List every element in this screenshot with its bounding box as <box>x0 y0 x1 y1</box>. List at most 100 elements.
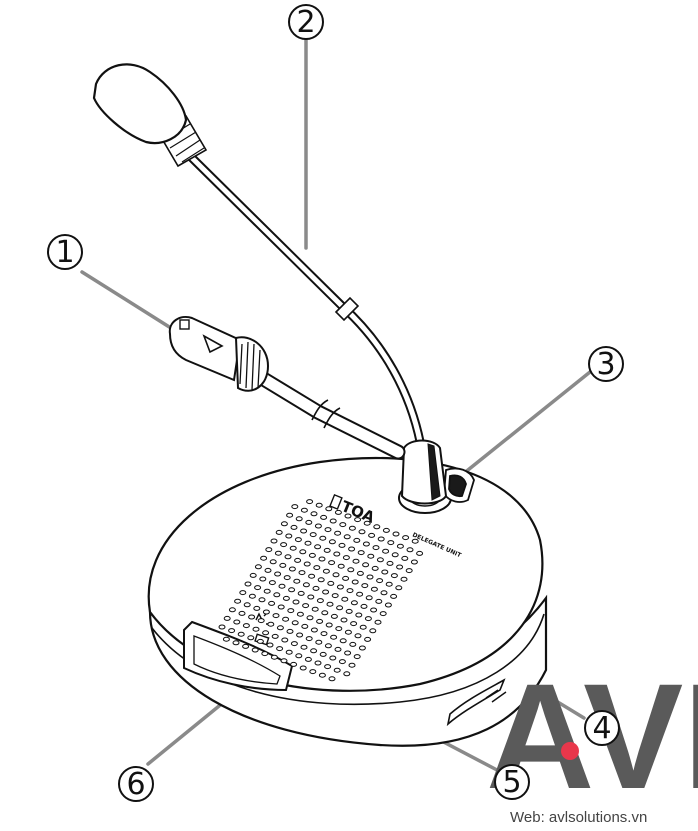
grille-hole <box>345 608 353 614</box>
grille-hole <box>268 600 276 606</box>
grille-hole <box>277 604 285 610</box>
callout-6-label: 6 <box>126 767 145 802</box>
grille-hole <box>244 581 252 587</box>
grille-hole <box>294 537 302 543</box>
grille-hole <box>248 614 256 620</box>
grille-hole <box>370 607 378 613</box>
grille-hole <box>343 534 351 540</box>
grille-hole <box>402 535 410 541</box>
grille-hole <box>350 621 358 627</box>
connector-nut-threads <box>239 341 261 391</box>
connector-latch-icon <box>202 334 224 354</box>
grille-hole <box>347 567 355 573</box>
grille-hole <box>325 622 333 628</box>
display-screen <box>193 635 281 685</box>
grille-hole <box>387 540 395 546</box>
grille-hole <box>290 524 298 530</box>
grille-hole <box>333 551 341 557</box>
grille-hole <box>290 641 298 647</box>
grille-hole <box>364 616 372 622</box>
grille-hole <box>314 544 322 550</box>
grille-hole <box>300 644 308 650</box>
grille-hole <box>295 653 303 659</box>
grille-hole <box>410 559 418 565</box>
grille-hole <box>239 590 247 596</box>
talk-button-face <box>448 474 467 498</box>
grille-hole <box>294 557 302 563</box>
grille-hole <box>310 627 318 633</box>
grille-hole <box>328 560 336 566</box>
grille-hole <box>327 580 335 586</box>
grille-hole <box>256 638 264 644</box>
speaker-grille <box>218 499 424 682</box>
grille-hole <box>348 662 356 668</box>
grille-hole <box>321 610 329 616</box>
grille-hole <box>280 521 288 527</box>
grille-hole <box>289 545 297 551</box>
grille-hole <box>406 547 414 553</box>
grille-hole <box>248 593 256 599</box>
grille-hole <box>344 513 352 519</box>
grille-hole <box>326 601 334 607</box>
grille-hole <box>305 519 313 525</box>
base-top <box>147 456 544 692</box>
grille-hole <box>324 643 332 649</box>
grille-hole <box>329 655 337 661</box>
callout-2-label: 2 <box>296 5 315 40</box>
watermark-website: Web: avlsolutions.vn <box>510 809 647 826</box>
grille-hole <box>318 556 326 562</box>
grille-hole <box>285 533 293 539</box>
side-connector-detail <box>485 689 507 703</box>
grille-hole <box>296 632 304 638</box>
grille-hole <box>302 582 310 588</box>
grille-hole <box>411 538 419 544</box>
callout-1: 1 <box>47 234 83 270</box>
grille-hole <box>290 661 298 667</box>
grille-hole <box>368 532 376 538</box>
grille-hole <box>237 631 245 637</box>
grille-hole <box>242 643 250 649</box>
grille-hole <box>269 559 277 565</box>
grille-hole <box>260 555 268 561</box>
grille-hole <box>309 669 317 675</box>
grille-hole <box>243 602 251 608</box>
grille-hole <box>338 542 346 548</box>
grille-hole <box>291 504 299 510</box>
grille-hole <box>228 628 236 634</box>
grille-hole <box>352 558 360 564</box>
grille-hole <box>335 626 343 632</box>
grille-hole <box>288 587 296 593</box>
callout-markers: 1 2 3 6 <box>47 4 624 802</box>
connector-tip <box>179 319 190 330</box>
grille-hole <box>334 530 342 536</box>
grille-hole <box>287 608 295 614</box>
grille-hole <box>381 569 389 575</box>
mic-head <box>92 63 188 145</box>
grille-hole <box>257 618 265 624</box>
callout-4-label: 4 <box>592 711 611 746</box>
grille-hole <box>238 610 246 616</box>
grille-hole <box>222 636 230 642</box>
grille-hole <box>339 522 347 528</box>
grille-hole <box>359 624 367 630</box>
grille-hole <box>319 535 327 541</box>
grille-hole <box>380 590 388 596</box>
grille-hole <box>254 585 262 591</box>
grille-hole <box>390 593 398 599</box>
grille-hole <box>311 606 319 612</box>
grille-hole <box>234 598 242 604</box>
grille-hole <box>314 523 322 529</box>
grille-hole <box>282 616 290 622</box>
grille-hole <box>339 638 347 644</box>
cable-connector <box>168 316 406 460</box>
grille-hole <box>317 577 325 583</box>
gooseneck-microphone <box>92 63 448 505</box>
callout-5-circle <box>494 764 530 800</box>
callout-6: 6 <box>118 766 154 802</box>
callout-3: 3 <box>588 346 624 382</box>
grille-hole <box>371 565 379 571</box>
grille-hole <box>356 570 364 576</box>
grille-hole <box>314 660 322 666</box>
grille-hole <box>258 597 266 603</box>
grille-hole <box>354 517 362 523</box>
